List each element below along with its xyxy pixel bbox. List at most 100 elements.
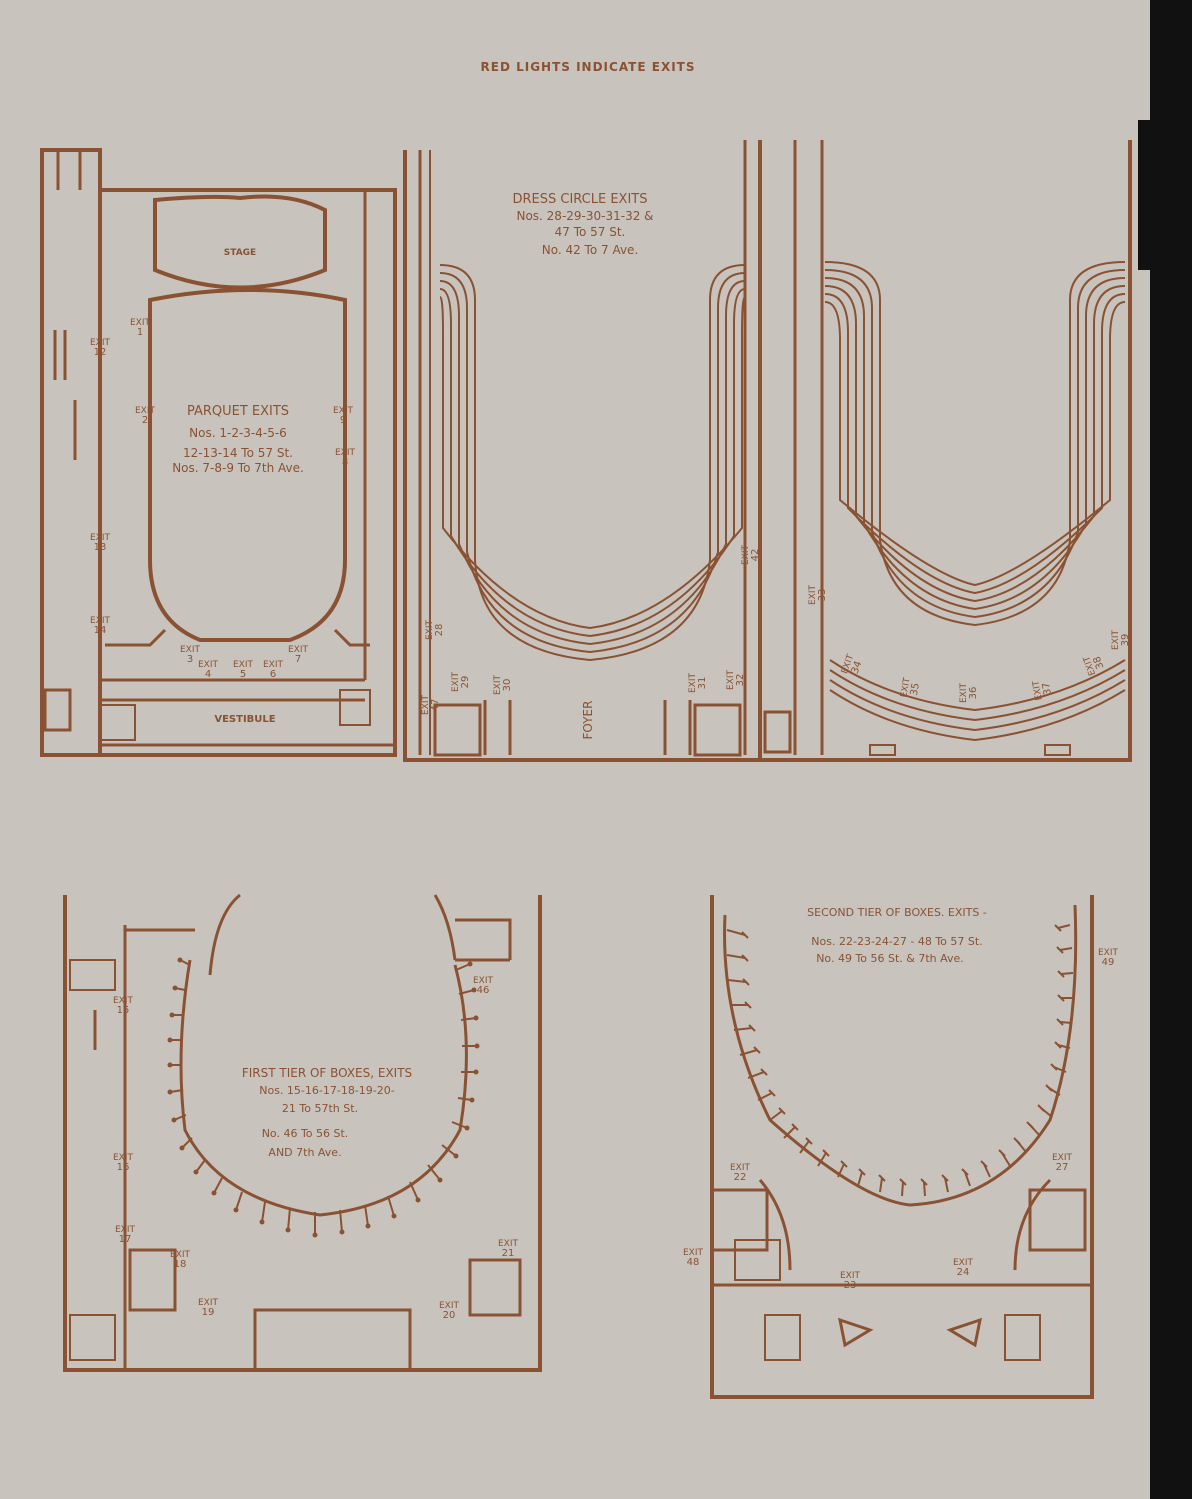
- parquet-exit-5-number: 5: [240, 669, 246, 680]
- dress-circle-exit-32-word: EXIT: [726, 670, 736, 691]
- first-tier-line-3: No. 46 To 56 St.: [262, 1127, 349, 1140]
- parquet-exit-3-number: 3: [187, 654, 193, 665]
- dress-circle-exit-30-number: 30: [502, 679, 513, 692]
- parquet-line-3: Nos. 7-8-9 To 7th Ave.: [172, 461, 304, 475]
- dress-circle-line-1: Nos. 28-29-30-31-32 &: [516, 209, 653, 223]
- first-tier-exit-20-number: 20: [443, 1310, 456, 1321]
- first-tier-exit-20-word: EXIT: [439, 1301, 460, 1311]
- second-tier-line-2: No. 49 To 56 St. & 7th Ave.: [816, 952, 964, 965]
- dress-circle-exit-31-number: 31: [697, 677, 708, 690]
- first-tier-exit-46-word: EXIT: [473, 976, 494, 986]
- parquet-exit-8-number: 8: [342, 457, 348, 468]
- dress-circle-foyer-label: FOYER: [581, 701, 595, 740]
- second-tier-exit-48-word: EXIT: [683, 1248, 704, 1258]
- first-tier-exit-15-word: EXIT: [113, 996, 134, 1006]
- second-tier-exit-49-word: EXIT: [1098, 948, 1119, 958]
- parquet-exit-7-word: EXIT: [288, 645, 309, 655]
- first-tier-exit-17-number: 17: [119, 1234, 132, 1245]
- parquet-exit-4-word: EXIT: [198, 660, 219, 670]
- second-tier-exit-23-number: 23: [844, 1280, 857, 1291]
- second-tier-heading: SECOND TIER OF BOXES. EXITS -: [807, 906, 987, 919]
- dress-circle-exit-37-number: 37: [1041, 681, 1054, 695]
- dress-circle-plan: [403, 140, 762, 762]
- dress-circle-exit-47-word: EXIT: [421, 695, 431, 716]
- parquet-exit-8-word: EXIT: [335, 448, 356, 458]
- first-tier-exit-19-word: EXIT: [198, 1298, 219, 1308]
- second-tier-exit-23-word: EXIT: [840, 1271, 861, 1281]
- first-tier-exit-labels: EXIT15EXIT16EXIT17EXIT18EXIT19EXIT20EXIT…: [113, 976, 519, 1321]
- first-tier-line-2: 21 To 57th St.: [282, 1102, 358, 1115]
- dress-circle-exit-39-number: 39: [1120, 634, 1131, 647]
- first-tier-exit-15-number: 15: [117, 1005, 130, 1016]
- second-tier-exit-49-number: 49: [1102, 957, 1115, 968]
- paper-sheet: [0, 0, 1150, 1499]
- parquet-exit-5-word: EXIT: [233, 660, 254, 670]
- first-tier-line-4: AND 7th Ave.: [268, 1146, 341, 1159]
- dress-circle-exit-42-word: EXIT: [741, 545, 751, 566]
- first-tier-exit-17-word: EXIT: [115, 1225, 136, 1235]
- second-tier-exit-24-number: 24: [957, 1267, 970, 1278]
- dress-circle-exit-29-number: 29: [460, 676, 471, 689]
- dress-circle-exit-30-word: EXIT: [493, 675, 503, 696]
- dress-circle-exit-28-word: EXIT: [425, 620, 435, 641]
- second-tier-exit-27-number: 27: [1056, 1162, 1069, 1173]
- second-tier-line-1: Nos. 22-23-24-27 - 48 To 57 St.: [811, 935, 982, 948]
- parquet-exit-1-word: EXIT: [130, 318, 151, 328]
- dress-circle-exit-38-number: 38: [1092, 655, 1107, 671]
- parquet-exit-4-number: 4: [205, 669, 211, 680]
- first-tier-line-1: Nos. 15-16-17-18-19-20-: [259, 1084, 395, 1097]
- dress-circle-exit-47-number: 47: [430, 699, 441, 712]
- parquet-line-2: 12-13-14 To 57 St.: [183, 446, 293, 460]
- parquet-exit-3-word: EXIT: [180, 645, 201, 655]
- parquet-exit-12-word: EXIT: [90, 338, 111, 348]
- dress-circle-exit-42-number: 42: [750, 549, 761, 562]
- parquet-exit-1-number: 1: [137, 327, 143, 338]
- first-tier-exit-21-word: EXIT: [498, 1239, 519, 1249]
- parquet-exit-9-number: 9: [340, 415, 346, 426]
- parquet-exit-9-word: EXIT: [333, 406, 354, 416]
- dress-circle-exit-36-word: EXIT: [959, 683, 969, 704]
- first-tier-exit-21-number: 21: [502, 1248, 515, 1259]
- parquet-exit-6-word: EXIT: [263, 660, 284, 670]
- parquet-exit-12-number: 12: [94, 347, 107, 358]
- header-title: RED LIGHTS INDICATE EXITS: [481, 60, 696, 74]
- second-tier-exit-22-word: EXIT: [730, 1163, 751, 1173]
- dress-circle-exit-28-number: 28: [434, 624, 445, 637]
- parquet-exit-2-number: 2: [142, 415, 148, 426]
- parquet-exit-2-word: EXIT: [135, 406, 156, 416]
- second-tier-exit-48-number: 48: [687, 1257, 700, 1268]
- first-tier-plan: [63, 893, 542, 1372]
- balcony-plan: [762, 140, 1132, 762]
- dress-circle-exit-35-word: EXIT: [899, 676, 912, 698]
- dress-circle-exit-39-word: EXIT: [1111, 630, 1121, 651]
